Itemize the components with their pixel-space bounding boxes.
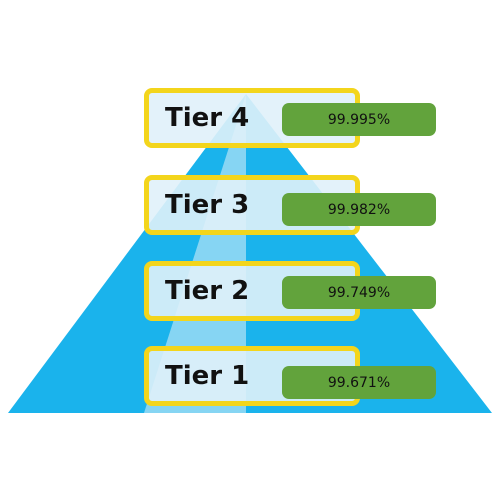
tier-4-percent: 99.995% bbox=[327, 111, 391, 128]
pyramid-triangle bbox=[8, 94, 492, 413]
tier-1-percent: 99.671% bbox=[327, 374, 391, 391]
tier-3-label: Tier 3 bbox=[165, 190, 250, 220]
tier-1-percent-badge: 99.671% bbox=[282, 366, 436, 399]
tier-3-percent-badge: 99.982% bbox=[282, 193, 436, 226]
tier-3-percent: 99.982% bbox=[327, 201, 391, 218]
pyramid-light-face bbox=[144, 94, 246, 413]
tier-2-label: Tier 2 bbox=[165, 276, 250, 306]
tier-4-box: Tier 4 bbox=[144, 88, 360, 148]
tier-2-percent: 99.749% bbox=[327, 284, 391, 301]
tier-1-label: Tier 1 bbox=[165, 361, 250, 391]
tier-4-percent-badge: 99.995% bbox=[282, 103, 436, 136]
tier-4-label: Tier 4 bbox=[165, 103, 250, 133]
tier-2-percent-badge: 99.749% bbox=[282, 276, 436, 309]
